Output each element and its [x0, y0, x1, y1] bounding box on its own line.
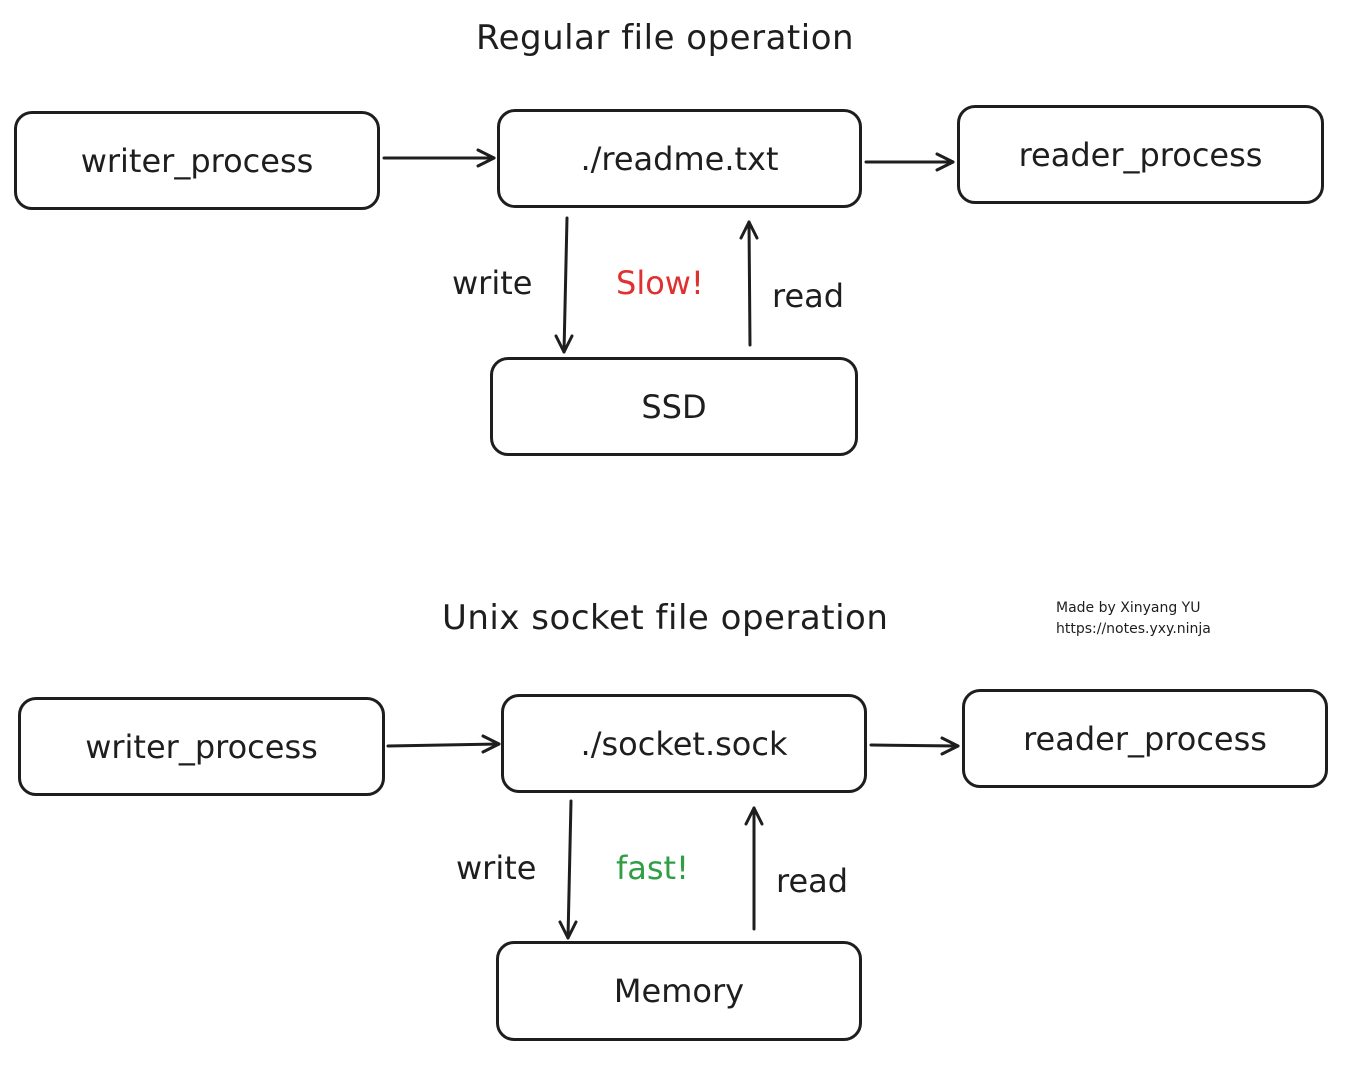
socket-file-to-reader-arrow — [869, 736, 960, 756]
socket-file-box: ./socket.sock — [501, 694, 867, 793]
socket-reader-label: reader_process — [1023, 719, 1267, 758]
socket-read-label: read — [776, 862, 849, 900]
regular-reader-box: reader_process — [957, 105, 1324, 204]
credit-author: Made by Xinyang YU — [1056, 600, 1201, 616]
regular-writer-label: writer_process — [80, 141, 314, 180]
ssd-label: SSD — [641, 387, 707, 426]
ssd-box: SSD — [490, 357, 858, 456]
regular-write-label: write — [452, 264, 533, 302]
regular-writer-to-file-arrow — [382, 148, 496, 168]
regular-write-arrow — [554, 216, 574, 354]
socket-title: Unix socket file operation — [442, 598, 889, 638]
socket-speed-label: fast! — [616, 849, 689, 887]
socket-writer-label: writer_process — [85, 727, 318, 766]
regular-read-label: read — [772, 277, 845, 315]
regular-reader-label: reader_process — [1018, 135, 1263, 174]
regular-read-arrow — [739, 220, 759, 347]
memory-box: Memory — [496, 941, 862, 1041]
socket-write-arrow — [558, 799, 578, 940]
socket-read-arrow — [744, 806, 764, 931]
regular-speed-label: Slow! — [616, 264, 704, 302]
socket-writer-to-file-arrow — [386, 734, 501, 754]
regular-file-label: ./readme.txt — [580, 139, 779, 178]
socket-reader-box: reader_process — [962, 689, 1328, 788]
socket-write-label: write — [456, 849, 537, 887]
socket-file-label: ./socket.sock — [580, 724, 788, 763]
credit-block: Made by Xinyang YU https://notes.yxy.nin… — [1056, 598, 1211, 640]
socket-writer-box: writer_process — [18, 697, 385, 796]
memory-label: Memory — [613, 972, 745, 1010]
credit-url: https://notes.yxy.ninja — [1056, 621, 1211, 637]
regular-title: Regular file operation — [476, 18, 855, 58]
regular-file-box: ./readme.txt — [497, 109, 862, 208]
regular-file-to-reader-arrow — [864, 152, 955, 172]
regular-writer-box: writer_process — [14, 111, 380, 210]
